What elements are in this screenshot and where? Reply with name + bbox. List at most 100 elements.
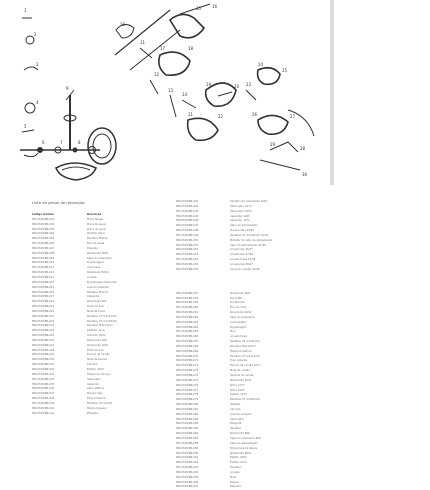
part-description: Cabo elétrico — [87, 387, 105, 391]
part-description: Tampa protetora — [230, 349, 252, 353]
part-code: PRO1505/BR-036 — [32, 387, 55, 391]
part-code: PRO1505/BR-047 — [176, 224, 199, 228]
part-code: PRO1505/BR-013 — [32, 275, 55, 279]
part-code: PRO1505/BR-022 — [32, 319, 55, 323]
part-code: PRO1505/BR-054 — [176, 258, 199, 262]
svg-text:16: 16 — [212, 4, 218, 9]
part-code: PRO1505/BR-085 — [176, 427, 199, 431]
svg-text:13: 13 — [168, 88, 174, 93]
svg-text:7: 7 — [60, 140, 63, 145]
part-description: Prensa cabo — [87, 392, 103, 396]
part-description: Arruela lisa 46/47 — [230, 248, 253, 252]
part-description: Arruela lisa 47/48 — [230, 253, 253, 257]
part-code: PRO1505/BR-043 — [176, 204, 199, 208]
part-description: Parafuso — [230, 427, 242, 431]
part-code: PRO1505/BR-046 — [176, 219, 199, 223]
part-description: Parafuso M4x14 — [87, 290, 108, 294]
part-description: Anel de vedação — [230, 412, 252, 416]
part-code: PRO1505/BR-073 — [176, 369, 199, 373]
part-code: PRO1505/BR-055 — [176, 262, 199, 266]
part-description: Porca M6 — [230, 296, 242, 300]
part-description: Mola do carvão — [230, 369, 250, 373]
svg-text:24: 24 — [258, 62, 264, 67]
part-code: PRO1505/BR-035 — [32, 382, 55, 386]
part-description: Capacitor 220V — [230, 214, 251, 218]
part-code: PRO1505/BR-042 — [176, 200, 199, 203]
svg-text:21: 21 — [188, 112, 194, 117]
svg-text:22: 22 — [218, 114, 224, 119]
svg-text:26: 26 — [252, 112, 258, 117]
part-description: Rolamento 6000 — [230, 311, 252, 315]
part-code: PRO1505/BR-077 — [176, 388, 199, 392]
part-description: Cabeçote — [87, 295, 100, 299]
part-code: PRO1505/BR-057 — [176, 291, 199, 295]
part-code: PRO1505/BR-003 — [32, 227, 55, 231]
part-description: Cabo de alimentação — [230, 224, 258, 228]
part-code: PRO1505/BR-034 — [32, 377, 55, 381]
svg-text:14: 14 — [182, 92, 188, 97]
part-description: Trava do eixo — [87, 305, 105, 309]
part-description: Arruela trava — [230, 335, 248, 339]
svg-text:29: 29 — [270, 142, 276, 147]
part-code: PRO1505/BR-027 — [32, 343, 55, 347]
part-description: Anel de vedação — [87, 285, 109, 289]
part-code: PRO1505/BR-011 — [32, 266, 55, 270]
part-description: Parafuso M4x14mm — [87, 324, 113, 328]
svg-text:19: 19 — [206, 82, 212, 87]
part-code: PRO1505/BR-058 — [176, 296, 199, 300]
svg-text:2: 2 — [34, 32, 37, 37]
part-description: Rolamento 608 — [87, 338, 107, 342]
part-code: PRO1505/BR-061 — [176, 311, 199, 315]
svg-text:4: 4 — [36, 100, 39, 105]
svg-text:18: 18 — [188, 46, 194, 51]
part-code: PRO1505/BR-012 — [32, 271, 55, 275]
parts-list-title: Lista de peças de reposição — [32, 200, 85, 205]
part-description: Eixo de saída — [87, 242, 105, 246]
part-description: Arruela lisa — [230, 301, 245, 305]
part-code: PRO1505/BR-056 — [176, 267, 199, 271]
part-code: PRO1505/BR-030 — [32, 358, 55, 362]
part-code: PRO1505/BR-082 — [176, 412, 199, 416]
part-description: Estator 220V — [87, 368, 104, 371]
svg-text:8: 8 — [78, 140, 81, 145]
part-description: Anel elástico — [230, 320, 247, 324]
part-code: PRO1505/BR-002 — [32, 222, 55, 226]
part-description: Cabo de alimentação 47/48 — [230, 243, 266, 247]
part-description: Rolamento 607 — [87, 300, 107, 304]
part-code: PRO1505/BR-079 — [176, 398, 199, 402]
part-code: PRO1505/BR-018 — [32, 300, 55, 304]
part-code: PRO1505/BR-020 — [32, 309, 55, 313]
part-code: PRO1505/BR-005 — [32, 237, 55, 241]
part-description: Arruela — [87, 275, 97, 279]
part-code: PRO1505/BR-071 — [176, 359, 199, 363]
svg-text:12: 12 — [154, 72, 160, 77]
part-description: Chaveta — [87, 246, 98, 250]
part-code: PRO1505/BR-038 — [32, 397, 55, 401]
part-code: PRO1505/BR-015 — [32, 285, 55, 289]
part-code: PRO1505/BR-094 — [176, 470, 199, 474]
part-code: PRO1505/BR-081 — [176, 407, 199, 411]
part-description: Engrenagem — [230, 325, 247, 329]
part-description: Parafuso AT 4,2x13mm — [87, 314, 118, 318]
part-description: Empunhadura — [87, 397, 106, 401]
svg-text:1: 1 — [24, 8, 27, 13]
part-code: PRO1505/BR-025 — [32, 334, 55, 338]
part-description: Rolamento 6000 — [87, 271, 109, 275]
part-code: PRO1505/BR-031 — [32, 363, 55, 367]
svg-text:10: 10 — [120, 22, 126, 27]
part-description: Prensa cabo 40/41 — [230, 229, 255, 233]
part-code: PRO1505/BR-037 — [32, 392, 55, 396]
part-description: Capa do rolamento — [87, 256, 112, 260]
part-description: Escova de carvão — [87, 353, 110, 357]
part-description: Parafuso AT 4,2x65mm — [230, 398, 261, 402]
part-description: Parafuso AT 4,2x16mm 41/42 — [230, 233, 269, 237]
part-code: PRO1505/BR-070 — [176, 354, 199, 358]
